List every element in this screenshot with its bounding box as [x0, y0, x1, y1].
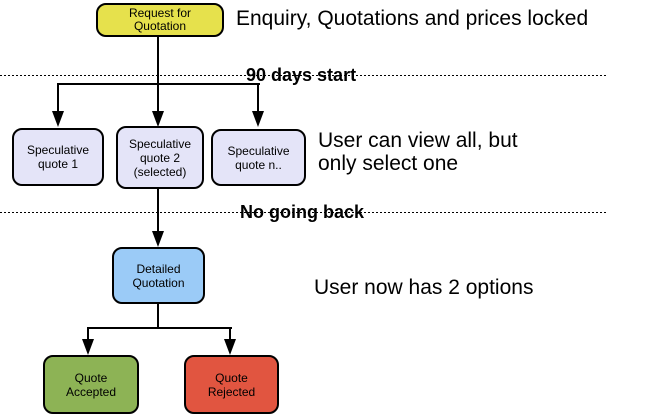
connector-drop-spec2	[157, 83, 159, 113]
milestone-label-90-days-start: 90 days start	[246, 65, 357, 85]
node-speculative-quote-n: Speculative quote n..	[211, 129, 306, 186]
node-quote-accepted: Quote Accepted	[43, 355, 139, 414]
node-quote-rejected: Quote Rejected	[184, 355, 279, 414]
arrow-down-spec2-icon	[152, 111, 164, 127]
node-request-for-quotation: Request for Quotation	[96, 3, 224, 37]
milestone-label-no-going-back: No going back	[240, 202, 365, 222]
annotation-user-can-view-all: User can view all, but only select one	[318, 129, 518, 175]
arrow-down-rejected-icon	[224, 339, 236, 355]
milestone-line-no-going-back	[0, 212, 607, 213]
connector-request-stem	[157, 36, 159, 84]
connector-branch-bottom	[87, 327, 232, 329]
connector-spec2-detailed	[157, 188, 159, 232]
connector-drop-accepted	[87, 327, 89, 341]
connector-drop-spec1	[57, 83, 59, 113]
milestone-line-90-days	[0, 75, 607, 76]
node-speculative-quote-1: Speculative quote 1	[12, 128, 104, 186]
annotation-enquiry-quotations-locked: Enquiry, Quotations and prices locked	[236, 7, 589, 30]
connector-detailed-stem	[157, 303, 159, 329]
node-speculative-quote-2-selected: Speculative quote 2 (selected)	[116, 126, 204, 189]
node-detailed-quotation: Detailed Quotation	[112, 247, 205, 304]
connector-drop-rejected	[229, 327, 231, 341]
annotation-user-two-options: User now has 2 options	[314, 276, 534, 299]
arrow-down-spec3-icon	[252, 111, 264, 127]
arrow-down-spec1-icon	[52, 111, 64, 127]
arrow-down-detailed-icon	[152, 231, 164, 247]
arrow-down-accepted-icon	[82, 339, 94, 355]
connector-drop-spec3	[257, 83, 259, 113]
